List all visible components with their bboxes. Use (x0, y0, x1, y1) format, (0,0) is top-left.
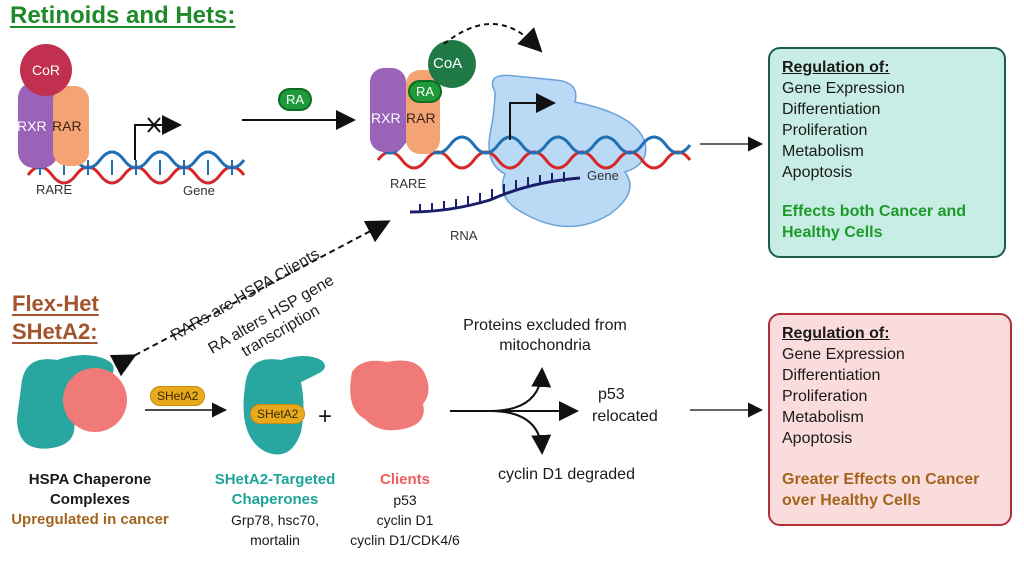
sheta2-bound-pill: SHetA2 (250, 404, 306, 424)
coa-dashed-arrow (443, 23, 543, 53)
outcome-relocated-line1: p53 (598, 386, 625, 403)
rxr-active-label: RXR (371, 110, 401, 126)
ra-pill: RA (278, 88, 313, 111)
regulation-item: Metabolism (782, 143, 864, 160)
regulation-heading: Regulation of: (782, 325, 890, 342)
outcome-excluded: Proteins excluded from mitochondria (440, 316, 650, 356)
regulation-item: Apoptosis (782, 430, 853, 447)
client-item: cyclin D1/CDK4/6 (350, 532, 460, 548)
client-item: p53 (393, 492, 417, 508)
hspa-rar-link-arrow (109, 220, 391, 377)
effect-statement: Greater Effects on Cancer over Healthy C… (782, 469, 998, 511)
coa-label: CoA (433, 55, 463, 72)
effect-line1: Effects both Cancer and (782, 203, 967, 220)
gene-active-label: Gene (587, 168, 619, 183)
regulation-item: Proliferation (782, 122, 868, 139)
rar-active-label: RAR (406, 110, 436, 126)
outcome-excluded-line2: mitochondria (499, 337, 591, 354)
effect-line2: over Healthy Cells (782, 492, 921, 509)
plus-sign: + (318, 403, 333, 430)
effect-line1: Greater Effects on Cancer (782, 471, 980, 488)
regulation-item: Gene Expression (782, 346, 905, 363)
regulation-item: Apoptosis (782, 164, 853, 181)
hspa-chaperone-complex (17, 355, 127, 449)
rna-strand (409, 172, 581, 214)
client-item: cyclin D1 (376, 512, 434, 528)
rare-active-label: RARE (390, 176, 427, 191)
targeted-caption-line4: mortalin (250, 532, 300, 548)
regulation-item: Metabolism (782, 409, 864, 426)
targeted-caption-line1: SHetA2-Targeted (214, 471, 336, 488)
regulation-item: Differentiation (782, 101, 881, 118)
gene-label: Gene (183, 183, 215, 198)
rar-label: RAR (52, 118, 82, 134)
coa-protein (428, 40, 476, 88)
rxr-protein (18, 82, 58, 168)
outcome-relocated: p53 relocated (592, 384, 658, 428)
cor-label: CoR (32, 62, 61, 78)
outcome-excluded-line1: Proteins excluded from (463, 317, 627, 334)
clients-title: Clients (379, 471, 430, 488)
ra-bound-pill: RA (408, 80, 443, 103)
rar-protein (53, 86, 89, 166)
hspa-caption: HSPA Chaperone Complexes Upregulated in … (0, 470, 180, 530)
blocked-transcription-arrow (134, 115, 182, 160)
targeted-caption: SHetA2-Targeted Chaperones Grp78, hsc70,… (200, 470, 350, 550)
cor-protein (20, 44, 72, 96)
clients-caption: Clients p53 cyclin D1 cyclin D1/CDK4/6 (335, 470, 475, 550)
regulation-item: Proliferation (782, 388, 868, 405)
regulation-box-sheta2: Regulation of: Gene Expression Different… (768, 313, 1012, 526)
rna-polymerase (488, 74, 647, 228)
outcome-relocated-line2: relocated (592, 408, 658, 425)
effect-statement: Effects both Cancer and Healthy Cells (782, 201, 992, 243)
regulation-heading: Regulation of: (782, 59, 890, 76)
transcription-arrow-active (509, 93, 556, 140)
section-title-flexhet-line2: SHetA2: (12, 319, 98, 344)
rxr-label: RXR (17, 118, 47, 134)
section-title-retinoids: Retinoids and Hets: (10, 2, 236, 29)
hspa-caption-line3: Upregulated in cancer (11, 511, 169, 528)
targeted-caption-line3: Grp78, hsc70, (231, 512, 319, 528)
hspa-caption-line2: Complexes (49, 491, 131, 508)
hspa-caption-line1: HSPA Chaperone (28, 471, 152, 488)
fate-branch-arrows (450, 367, 579, 455)
regulation-item: Differentiation (782, 367, 881, 384)
rare-label: RARE (36, 182, 73, 197)
rxr-protein-active (370, 68, 406, 152)
sheta2-pill: SHetA2 (150, 386, 206, 406)
targeted-caption-line2: Chaperones (231, 491, 319, 508)
client-protein (350, 360, 429, 431)
regulation-box-retinoids: Regulation of: Gene Expression Different… (768, 47, 1006, 258)
section-title-flexhet-line1: Flex-Het (12, 291, 99, 316)
section-title-flexhet: Flex-Het SHetA2: (12, 290, 99, 346)
outcome-degraded: cyclin D1 degraded (498, 466, 635, 483)
rna-label: RNA (450, 228, 478, 243)
effect-line2: Healthy Cells (782, 224, 883, 241)
regulation-item: Gene Expression (782, 80, 905, 97)
